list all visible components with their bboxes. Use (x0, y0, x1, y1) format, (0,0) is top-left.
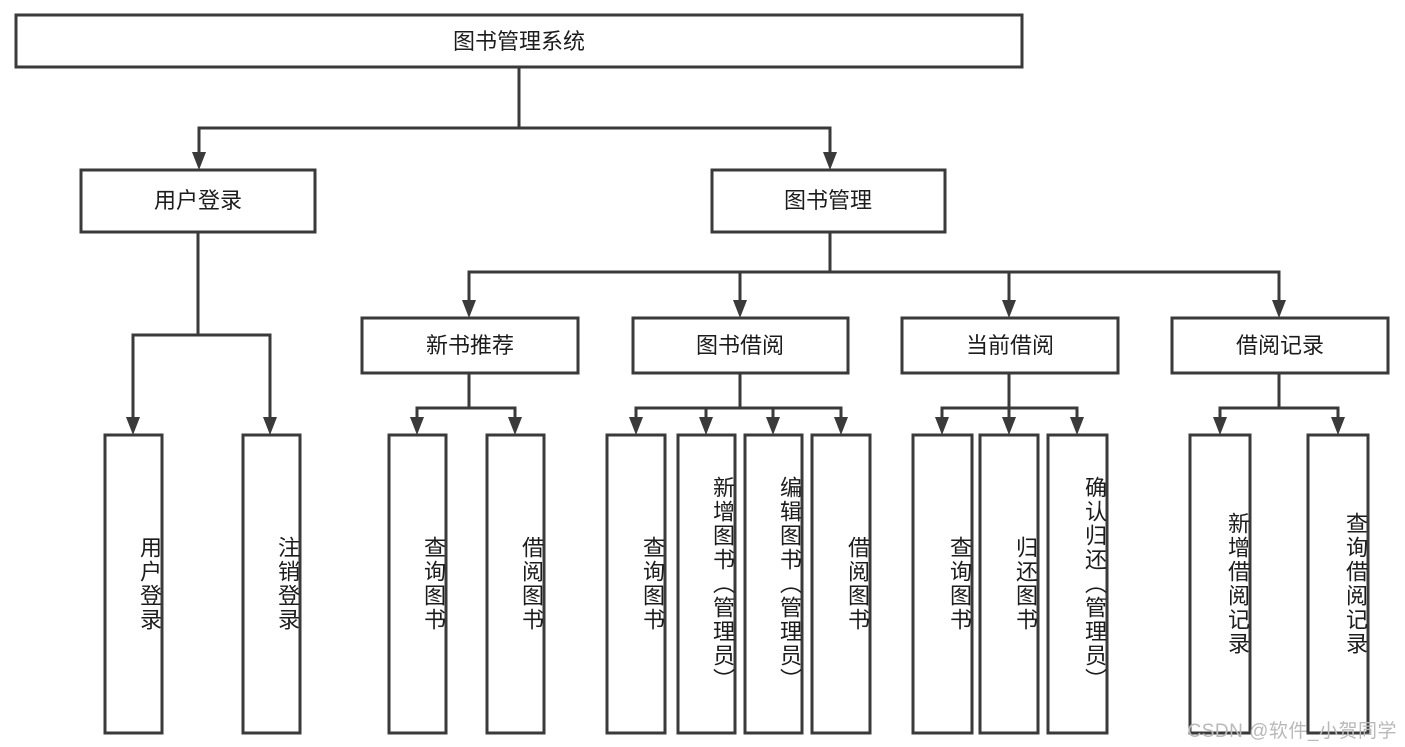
node-user-login[interactable]: 用户登录 (79, 168, 317, 234)
node-borrow-records[interactable]: 借阅记录 (1170, 316, 1390, 375)
node-new-book-recommend-label: 新书推荐 (426, 333, 514, 358)
leaf-node-box[interactable] (810, 433, 872, 735)
node-root[interactable]: 图书管理系统 (14, 13, 1024, 69)
node-current-borrow[interactable]: 当前借阅 (900, 316, 1120, 375)
arrowhead-borrow (733, 300, 747, 318)
arrowhead-nb-leaf2 (508, 417, 522, 435)
connector-layer (126, 65, 1345, 435)
node-borrow-records-label: 借阅记录 (1236, 333, 1324, 358)
leaf-box-layer (103, 433, 1370, 735)
node-book-borrow-label: 图书借阅 (696, 333, 784, 358)
node-book-borrow[interactable]: 图书借阅 (631, 316, 850, 375)
arrowhead-current (1002, 300, 1016, 318)
leaf-node-box[interactable] (1046, 433, 1109, 735)
leaf-node-box[interactable] (911, 433, 974, 735)
arrowhead-records (1272, 300, 1286, 318)
edge-current-stem (940, 371, 1079, 410)
node-book-management-label: 图书管理 (784, 188, 872, 213)
arrowhead-leaf-logout (263, 417, 277, 435)
arrowhead-bo-leaf3 (766, 417, 780, 435)
leaf-node-box[interactable] (241, 433, 302, 735)
arrowhead-cu-leaf1 (935, 417, 949, 435)
leaf-node-box[interactable] (1306, 433, 1370, 735)
leaf-node-box[interactable] (485, 433, 546, 735)
arrowhead-bo-leaf1 (629, 417, 643, 435)
arrowhead-new-book (462, 300, 476, 318)
arrowhead-re-leaf1 (1213, 417, 1227, 435)
arrowhead-bo-leaf2 (699, 417, 713, 435)
arrowhead-cu-leaf3 (1070, 417, 1084, 435)
leaf-node-box[interactable] (103, 433, 164, 735)
leaf-node-box[interactable] (1188, 433, 1252, 735)
arrowhead-cu-leaf2 (1002, 417, 1016, 435)
arrowhead-book-mgmt (823, 152, 837, 170)
node-new-book-recommend[interactable]: 新书推荐 (360, 316, 580, 375)
leaf-node-box[interactable] (605, 433, 667, 735)
edge-new-book-stem (415, 371, 517, 410)
node-layer: 图书管理系统 用户登录 图书管理 新书推荐 图书借阅 当前借阅 (14, 13, 1390, 375)
leaf-node-box[interactable] (676, 433, 737, 735)
node-current-borrow-label: 当前借阅 (966, 333, 1054, 358)
edge-borrow-stem (634, 371, 843, 410)
node-root-label: 图书管理系统 (453, 29, 585, 54)
node-book-management[interactable]: 图书管理 (710, 168, 947, 234)
leaf-node-box[interactable] (978, 433, 1040, 735)
watermark: CSDN @软件_小贺同学 (1187, 721, 1397, 742)
arrowhead-leaf-user-login (126, 417, 140, 435)
leaf-node-box[interactable] (387, 433, 448, 735)
edge-book-mgmt-stem (467, 230, 1281, 274)
arrowhead-re-leaf2 (1331, 417, 1345, 435)
edge-records-stem (1218, 371, 1340, 410)
arrowhead-bo-leaf4 (834, 417, 848, 435)
arrowhead-user-login (192, 152, 206, 170)
arrowhead-nb-leaf1 (410, 417, 424, 435)
edge-root-bus (197, 65, 832, 130)
edge-user-login-stem (131, 230, 272, 337)
node-user-login-label: 用户登录 (154, 188, 242, 213)
leaf-node-box[interactable] (743, 433, 804, 735)
